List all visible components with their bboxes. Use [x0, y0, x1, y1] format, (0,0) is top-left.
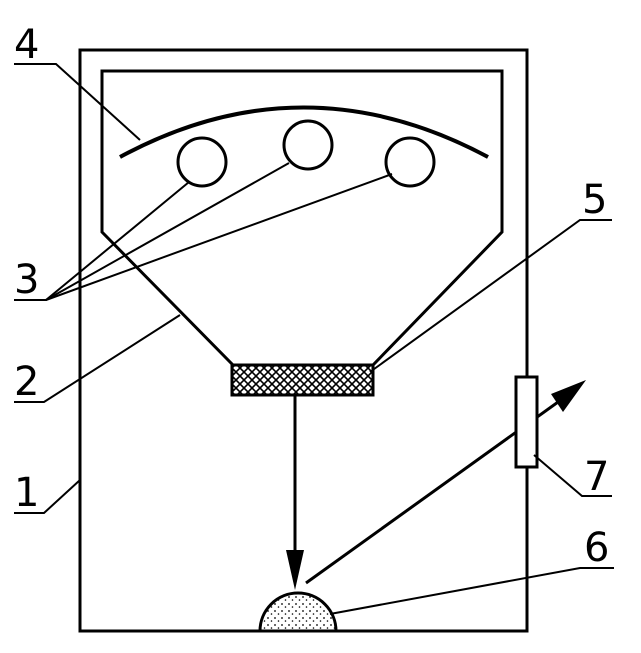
leader-sample — [329, 567, 614, 615]
mesh-filter — [230, 363, 375, 397]
label-lamps: 3 — [14, 257, 39, 303]
housing-frame — [78, 48, 529, 633]
leader-lamps-2 — [45, 162, 290, 301]
label-funnel: 2 — [14, 359, 39, 405]
label-reflector: 4 — [14, 22, 39, 68]
label-mesh: 5 — [582, 177, 607, 223]
label-sample: 6 — [584, 525, 609, 571]
leader-lines — [14, 63, 614, 615]
reflected-beam-arrowhead — [551, 380, 586, 412]
label-window: 7 — [584, 454, 609, 500]
leader-housing — [14, 479, 81, 514]
incident-beam-arrowhead — [286, 550, 304, 590]
label-housing: 1 — [14, 470, 39, 516]
reflector-arc — [119, 105, 489, 159]
leader-funnel — [14, 314, 181, 403]
lamp-left — [176, 136, 228, 188]
leader-reflector — [14, 63, 141, 141]
exit-window — [514, 375, 539, 469]
leader-mesh — [369, 219, 612, 373]
lamp-center — [282, 119, 334, 171]
lamp-right — [384, 136, 436, 188]
leader-window — [533, 454, 612, 497]
sample-dome — [258, 591, 338, 633]
leader-lamps-3 — [45, 173, 393, 301]
